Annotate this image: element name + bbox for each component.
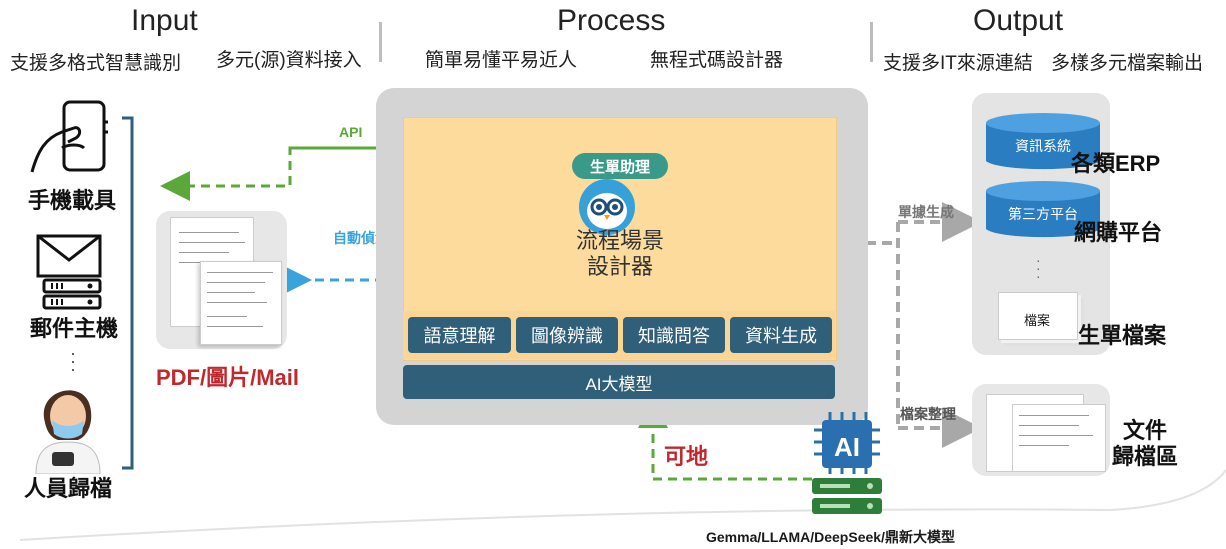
capability-image: 圖像辨識 xyxy=(516,317,618,353)
docs-label: PDF/圖片/Mail xyxy=(156,365,300,390)
capability-generation: 資料生成 xyxy=(730,317,832,353)
input-header: Input xyxy=(131,4,198,37)
capability-semantic: 語意理解 xyxy=(408,317,511,353)
auto-detect-label: 自動偵測 xyxy=(333,230,389,246)
api-label: API xyxy=(339,124,363,140)
onprem-label: 可地 xyxy=(664,444,709,469)
gen-label: 單據生成 xyxy=(898,204,954,220)
platform-label: 網購平台 xyxy=(1074,220,1163,245)
database-stack xyxy=(986,113,1100,238)
erp-label: 各類ERP xyxy=(1071,151,1161,176)
header-divider xyxy=(379,22,382,62)
file-org-label: 檔案整理 xyxy=(900,406,956,422)
input-sub-2: 多元(源)資料接入 xyxy=(216,50,362,71)
archive-label-line2: 歸檔區 xyxy=(1112,444,1179,469)
owl-mascot-icon xyxy=(579,179,635,235)
input-label-phone: 手機載具 xyxy=(28,188,117,213)
staff-person-icon xyxy=(35,390,101,474)
ai-model-bar: AI大模型 xyxy=(403,365,835,399)
output-header: Output xyxy=(973,4,1064,37)
process-header: Process xyxy=(557,4,666,37)
process-sub-2: 無程式碼設計器 xyxy=(650,50,784,71)
file-card-label: 檔案 xyxy=(1023,313,1050,328)
archive-card xyxy=(972,384,1110,476)
ai-chip-text: AI xyxy=(834,432,860,462)
output-ellipsis: ··· xyxy=(1036,252,1041,284)
designer-title-line2: 設計器 xyxy=(586,254,653,279)
header-divider xyxy=(870,22,873,62)
assistant-badge: 生單助理 xyxy=(572,153,668,179)
input-sub-1: 支援多格式智慧識別 xyxy=(10,53,182,74)
process-sub-1: 簡單易懂平易近人 xyxy=(425,50,578,71)
input-label-mail: 郵件主機 xyxy=(30,316,119,341)
file-stack xyxy=(998,292,1078,340)
ai-chip-server-icon xyxy=(812,412,882,514)
archive-page-front xyxy=(1012,404,1106,472)
designer-title-line1: 流程場景 xyxy=(575,228,664,253)
output-sub-2: 多樣多元檔案輸出 xyxy=(1051,53,1204,74)
more-ellipsis: ··· xyxy=(70,343,76,379)
db-info-system: 資訊系統 xyxy=(1015,138,1071,154)
archive-label: 文件 歸檔區 xyxy=(1112,418,1178,470)
files-label: 生單檔案 xyxy=(1078,323,1167,348)
phone-hand-icon xyxy=(30,100,108,173)
input-label-staff: 人員歸檔 xyxy=(24,476,113,501)
models-label: Gemma/LLAMA/DeepSeek/鼎新大模型 xyxy=(706,529,955,545)
pdf-docs-card xyxy=(156,211,287,349)
capability-qa: 知識問答 xyxy=(623,317,725,353)
designer-title: 流程場景 設計器 xyxy=(560,228,680,280)
archive-label-line1: 文件 xyxy=(1123,418,1168,443)
db-third-party: 第三方平台 xyxy=(1008,206,1078,222)
doc-page-front xyxy=(200,261,282,345)
output-sub-1: 支援多IT來源連結 xyxy=(883,53,1033,74)
mail-server-icon xyxy=(36,234,102,310)
